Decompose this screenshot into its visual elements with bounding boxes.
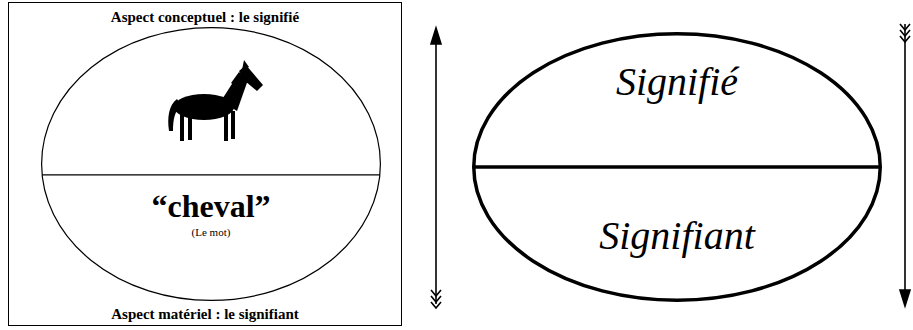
sign-ellipse: SignifiéSignifiant <box>472 32 882 302</box>
horse-silhouette <box>168 60 263 141</box>
down-arrow <box>900 24 910 306</box>
word-note: (Le mot) <box>41 226 381 238</box>
aspect-heading: Aspect matériel : le signifiant <box>9 306 401 323</box>
aspect-heading: Aspect conceptuel : le signifié <box>9 9 401 26</box>
sign-ellipse: “cheval” (Le mot) <box>41 27 381 301</box>
up-arrow <box>431 28 441 308</box>
sign-part-label: Signifié <box>472 60 882 104</box>
sign-part-label: Signifiant <box>472 214 882 258</box>
panel-box: Aspect conceptuel : le signifiéAspect ma… <box>8 2 402 326</box>
word-label: “cheval” <box>41 189 381 224</box>
ellipse-outline <box>41 27 381 301</box>
